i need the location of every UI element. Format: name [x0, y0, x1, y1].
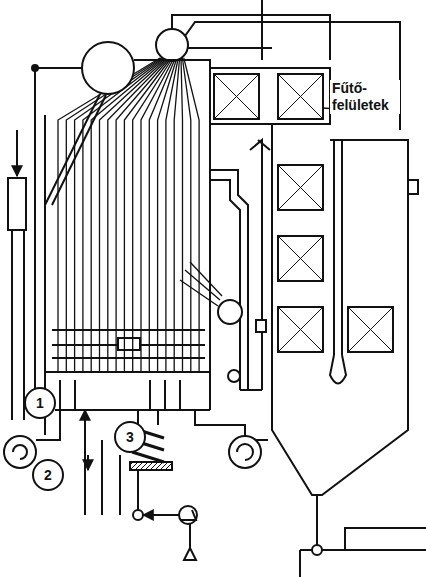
water-wall-tubes [58, 58, 199, 372]
convection-pass [210, 68, 418, 495]
drums [82, 0, 400, 130]
callout-circle: 3 [114, 421, 146, 453]
convection-pass-part [408, 180, 418, 194]
heating-surface-bank-part [278, 307, 323, 352]
heating-surface-bank-part [278, 165, 323, 210]
bottom-equipment-part [184, 548, 196, 560]
bottom-equipment-part [179, 506, 197, 524]
bottom-equipment-part [137, 470, 139, 515]
heating-surface-bank-part [278, 236, 323, 281]
ash-outlet [300, 495, 426, 577]
boiler-tube [174, 58, 179, 372]
circle-outline-shape [115, 422, 145, 452]
furnace-part [35, 67, 82, 69]
cyclone-duct-part [210, 180, 240, 390]
convection-pass-part [334, 140, 342, 355]
heating-surface-bank-part [278, 74, 323, 119]
fuel-feed-part [12, 230, 24, 420]
heating-surface-bank-part [278, 307, 323, 352]
bottom-equipment [60, 380, 268, 560]
boiler-tube [108, 58, 169, 372]
callout-number: 2 [44, 468, 52, 482]
convection-pass-part [330, 355, 346, 384]
heating-surface-bank-part [214, 74, 259, 119]
cyclone-duct-part [218, 300, 242, 324]
callout-number: 1 [36, 396, 44, 410]
heating-surface-bank-part [278, 165, 323, 210]
callout-number: 3 [126, 430, 134, 444]
heating-surface-bank-part [278, 236, 323, 281]
boiler-tube [83, 58, 164, 372]
ash-outlet-part [300, 550, 312, 577]
drums-part [156, 29, 188, 61]
bottom-equipment-part [138, 410, 158, 425]
ash-outlet-part [316, 495, 318, 545]
heating-surface-bank-part [214, 74, 259, 119]
boiler-tube [166, 58, 178, 372]
bottom-equipment-part [130, 462, 172, 470]
fuel-feed-part [13, 445, 27, 459]
convection-pass-part [272, 124, 408, 495]
ash-outlet-part [312, 545, 322, 555]
bottom-equipment-part [119, 455, 121, 515]
fuel-feed-part [8, 178, 26, 230]
bottom-equipment-part [255, 439, 268, 441]
heating-surface-bank-part [278, 74, 323, 119]
boiler-tube [181, 58, 183, 372]
drums-part [82, 42, 134, 94]
boiler-tube [66, 58, 161, 372]
part-label: Fűtő- felületek [330, 80, 400, 114]
boiler-tube [124, 58, 171, 372]
ash-outlet-part [322, 549, 426, 551]
circle-outline-shape [33, 460, 63, 490]
fuel-feed-part [4, 436, 36, 468]
drums-part [185, 22, 400, 130]
fuel-feed [4, 130, 60, 468]
bottom-equipment-part [133, 510, 143, 520]
heating-surface-bank-part [348, 307, 393, 352]
cyclone-duct-part [240, 389, 262, 391]
bottom-equipment-part [84, 410, 86, 515]
cyclone-duct-part [180, 262, 222, 306]
furnace-part [45, 371, 210, 373]
furnace-part [55, 409, 210, 411]
bottom-equipment-part [143, 514, 180, 516]
cyclone-duct-part [250, 140, 270, 390]
ash-outlet-part [345, 528, 426, 550]
boiler-tube [184, 58, 199, 372]
circle-outline-shape [25, 388, 55, 418]
drums-part [134, 60, 210, 72]
bottom-equipment-part [101, 440, 103, 515]
cyclone-duct [180, 140, 270, 390]
convection-pass-part [210, 68, 330, 124]
callout-circle: 1 [24, 387, 56, 419]
bottom-equipment-part [87, 455, 89, 470]
drums-part [261, 0, 263, 60]
furnace-part [44, 115, 46, 410]
heating-surface-bank-part [348, 307, 393, 352]
furnace-part [34, 68, 36, 405]
bottom-equipment-part [60, 380, 180, 410]
bottom-equipment-part [237, 444, 253, 460]
cyclone-duct-part [256, 320, 266, 332]
furnace [32, 65, 210, 410]
furnace-part [118, 338, 140, 350]
callout-circle: 2 [32, 459, 64, 491]
boiler-tube [133, 58, 173, 372]
cyclone-duct-part [210, 170, 248, 390]
boiler-tube [182, 58, 190, 372]
bottom-equipment-part [195, 410, 245, 436]
fuel-feed-part [16, 130, 18, 176]
bottom-equipment-part [180, 510, 196, 520]
furnace-part [209, 100, 211, 410]
drums-part [188, 47, 272, 49]
cyclone-duct-part [228, 370, 240, 382]
bottom-equipment-part [189, 524, 191, 548]
